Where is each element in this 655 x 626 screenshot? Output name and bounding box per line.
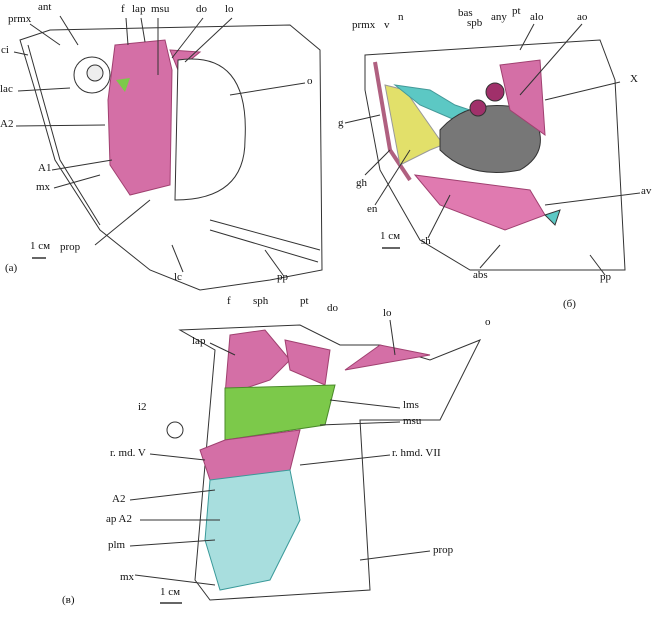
label-b-v: v (384, 19, 390, 31)
label-c-prop: prop (433, 544, 454, 556)
panel-b-drawing (344, 23, 641, 276)
label-a-ant: ant (38, 1, 52, 13)
label-b-X: X (630, 73, 638, 85)
label-c-A2: A2 (112, 493, 126, 505)
panel-c-drawing (129, 319, 482, 604)
label-c-r-md-v: r. md. V (110, 447, 146, 459)
label-a-f: f (121, 3, 125, 15)
label-a-o: o (307, 75, 313, 87)
label-b-gh: gh (356, 177, 367, 189)
label-a-A2: A2 (0, 118, 14, 130)
label-a-pp: pp (277, 271, 288, 283)
label-a-lc: lc (174, 271, 182, 283)
label-b-sh: sh (421, 235, 431, 247)
label-c-i2: i2 (138, 401, 147, 413)
label-b-n: n (398, 11, 404, 23)
label-b-alo: alo (530, 11, 544, 23)
scale-b: 1 см (380, 230, 401, 242)
label-c-do: do (327, 302, 338, 314)
label-b-av: av (641, 185, 652, 197)
label-a-mx: mx (36, 181, 51, 193)
caption-b: (б) (563, 298, 576, 310)
label-c-lo: lo (383, 307, 392, 319)
label-b-spb: spb (467, 17, 483, 29)
label-c-f: f (227, 295, 231, 307)
label-c-pt: pt (300, 295, 309, 307)
label-a-prmx: prmx (8, 13, 32, 25)
label-c-mx: mx (120, 571, 135, 583)
label-c-lap: lap (192, 335, 206, 347)
label-c-sph: sph (253, 295, 269, 307)
panel-a-drawing (13, 15, 323, 291)
scale-a: 1 см (30, 240, 51, 252)
label-c-lms: lms (403, 399, 419, 411)
caption-a: (a) (5, 262, 18, 274)
label-a-lo: lo (225, 3, 234, 15)
label-c-plm: plm (108, 539, 126, 551)
label-b-abs: abs (473, 269, 488, 281)
label-b-any: any (491, 11, 507, 23)
label-c-o: o (485, 316, 491, 328)
label-a-msu: msu (151, 3, 170, 15)
label-b-ao: ao (577, 11, 588, 23)
label-b-bas: bas (458, 7, 473, 19)
label-a-lap: lap (132, 3, 146, 15)
label-c-msu: msu (403, 415, 422, 427)
label-b-en: en (367, 203, 378, 215)
label-b-pp: pp (600, 271, 611, 283)
label-c-ap-A2: ap A2 (106, 513, 132, 525)
label-a-lac: lac (0, 83, 13, 95)
label-b-pt: pt (512, 5, 521, 17)
scale-c: 1 см (160, 586, 181, 598)
caption-c: (в) (62, 594, 75, 606)
label-c-r-hmd-vii: r. hmd. VII (392, 447, 441, 459)
label-a-ci: ci (1, 44, 9, 56)
muscle-adductor (107, 39, 173, 196)
label-a-do: do (196, 3, 207, 15)
label-a-A1: A1 (38, 162, 52, 174)
label-b-g: g (338, 117, 344, 129)
label-b-prmx: prmx (352, 19, 376, 31)
label-a-prop: prop (60, 241, 81, 253)
